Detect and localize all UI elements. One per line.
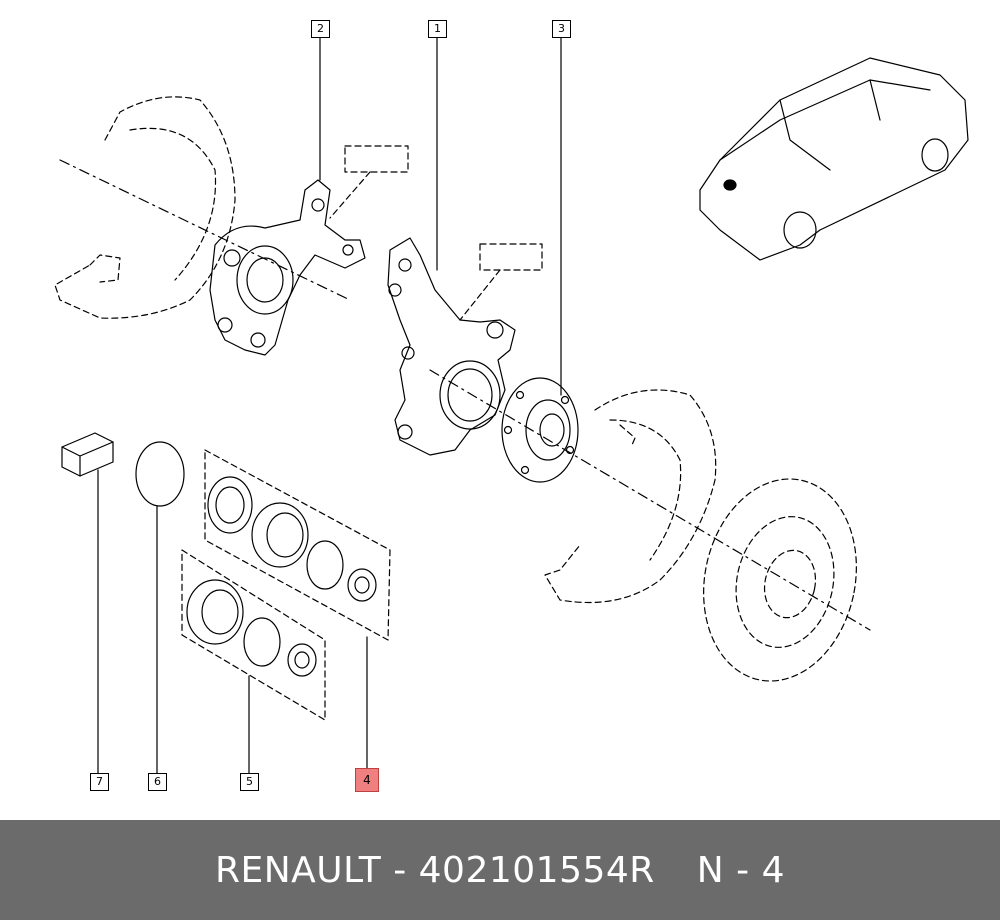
steering-knuckle-left xyxy=(209,179,366,356)
callout-2: 2 xyxy=(311,20,330,38)
wheel-hub xyxy=(501,377,579,483)
exploded-parts-diagram xyxy=(54,36,969,774)
bearing-kit-4-outline xyxy=(204,449,391,641)
bearing-kit-5-outline xyxy=(181,549,326,721)
right-dust-shield xyxy=(544,389,717,604)
callout-4-highlighted: 4 xyxy=(355,768,379,792)
car-illustration xyxy=(699,57,969,261)
grease-pack xyxy=(61,432,114,477)
bearing-kit-5-parts xyxy=(186,579,317,677)
callout-6: 6 xyxy=(148,773,167,791)
part-number: 402101554R xyxy=(418,849,655,891)
leader-lines xyxy=(97,36,562,774)
left-axis-line xyxy=(59,159,351,301)
callout-5: 5 xyxy=(240,773,259,791)
snap-ring xyxy=(135,441,185,507)
right-axis-line xyxy=(429,369,871,631)
reference-box-2 xyxy=(479,243,543,271)
reference-box-1 xyxy=(344,145,409,173)
brand-name: RENAULT xyxy=(214,849,382,891)
callout-7: 7 xyxy=(90,773,109,791)
left-dust-shield xyxy=(54,96,236,319)
footer-bar: RENAULT - 402101554R N - 4 xyxy=(0,820,1000,920)
callout-3: 3 xyxy=(552,20,571,38)
position-label: N - 4 xyxy=(696,849,786,891)
bearing-kit-4-parts xyxy=(207,476,377,602)
brake-disc xyxy=(703,478,857,682)
steering-knuckle-right xyxy=(387,237,516,456)
callout-1: 1 xyxy=(428,20,447,38)
footer-separator: - xyxy=(393,849,407,891)
